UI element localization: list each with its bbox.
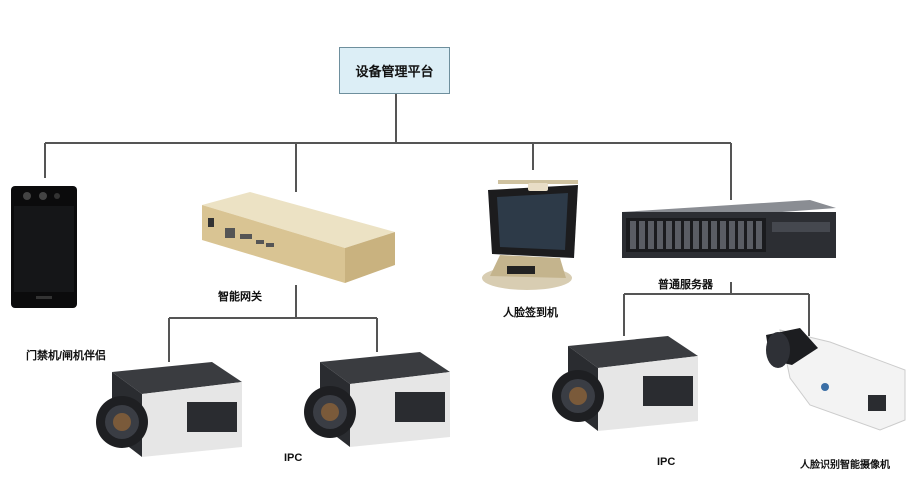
root-node-box: 设备管理平台 (339, 47, 450, 94)
ipc-left-label: IPC (284, 452, 302, 464)
gateway-box-icon (202, 192, 395, 283)
ipc-camera-1 (96, 362, 242, 457)
ipc-camera-3 (552, 336, 698, 431)
bullet-camera-icon (766, 328, 905, 430)
root-node-label: 设备管理平台 (355, 61, 433, 80)
face-camera-label: 人脸识别智能摄像机 (800, 456, 890, 471)
access-terminal-icon (11, 186, 77, 308)
gateway-label: 智能网关 (218, 288, 262, 304)
checkin-terminal-label: 人脸签到机 (503, 304, 558, 320)
checkin-terminal-icon (482, 180, 578, 290)
ipc-right-label: IPC (657, 456, 675, 468)
ipc-camera-2 (304, 352, 450, 447)
server-label: 普通服务器 (658, 276, 713, 292)
rack-server-icon (622, 200, 836, 258)
access-terminal-label: 门禁机/闸机伴侣 (26, 347, 106, 363)
